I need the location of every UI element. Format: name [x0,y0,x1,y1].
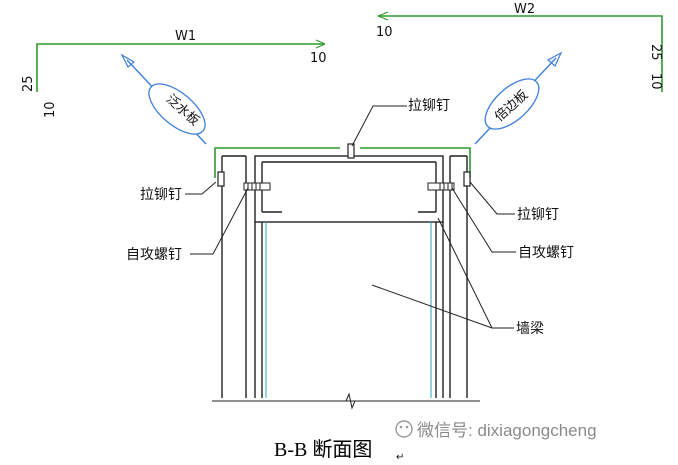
wall-structure [212,155,480,410]
dim-10-left-side: 10 [43,101,58,118]
screw-right-label: 自攻螺钉 [518,245,574,261]
w2-label: W2 [514,2,535,17]
dimension-marks [315,11,389,49]
diagram-title: B-B 断面图 [274,438,372,461]
screw-right-mark [427,182,455,191]
wechat-icon [395,420,413,438]
dim-25-left: 25 [21,75,36,92]
dim-10-right-side: 10 [648,73,663,90]
flashing-right-callout [474,51,563,145]
flashing-right-profile [360,15,663,178]
rivet-left-label: 拉铆钉 [140,187,182,203]
flashing-left-profile [36,43,340,178]
rivet-top-label: 拉铆钉 [408,98,450,114]
screw-left-label: 自攻螺钉 [126,247,182,263]
leader-lines [185,105,516,329]
rivet-top-mark [347,143,355,159]
dim-10-left-top: 10 [310,51,327,66]
watermark-text: 微信号: dixiagongcheng [417,421,597,440]
wall-beam-label: 墙梁 [516,321,544,337]
dim-10-right-top: 10 [376,25,393,40]
rivet-left-mark [217,171,225,187]
rivet-right-label: 拉铆钉 [517,207,559,223]
watermark: 微信号: dixiagongcheng [395,420,597,440]
screw-left-mark [243,182,271,191]
flashing-left-callout [120,53,207,145]
rivet-right-mark [463,171,471,187]
title-return-mark: ↵ [396,452,404,463]
centerlines [265,222,432,398]
w1-label: W1 [175,29,196,44]
dim-25-right: 25 [648,44,663,61]
